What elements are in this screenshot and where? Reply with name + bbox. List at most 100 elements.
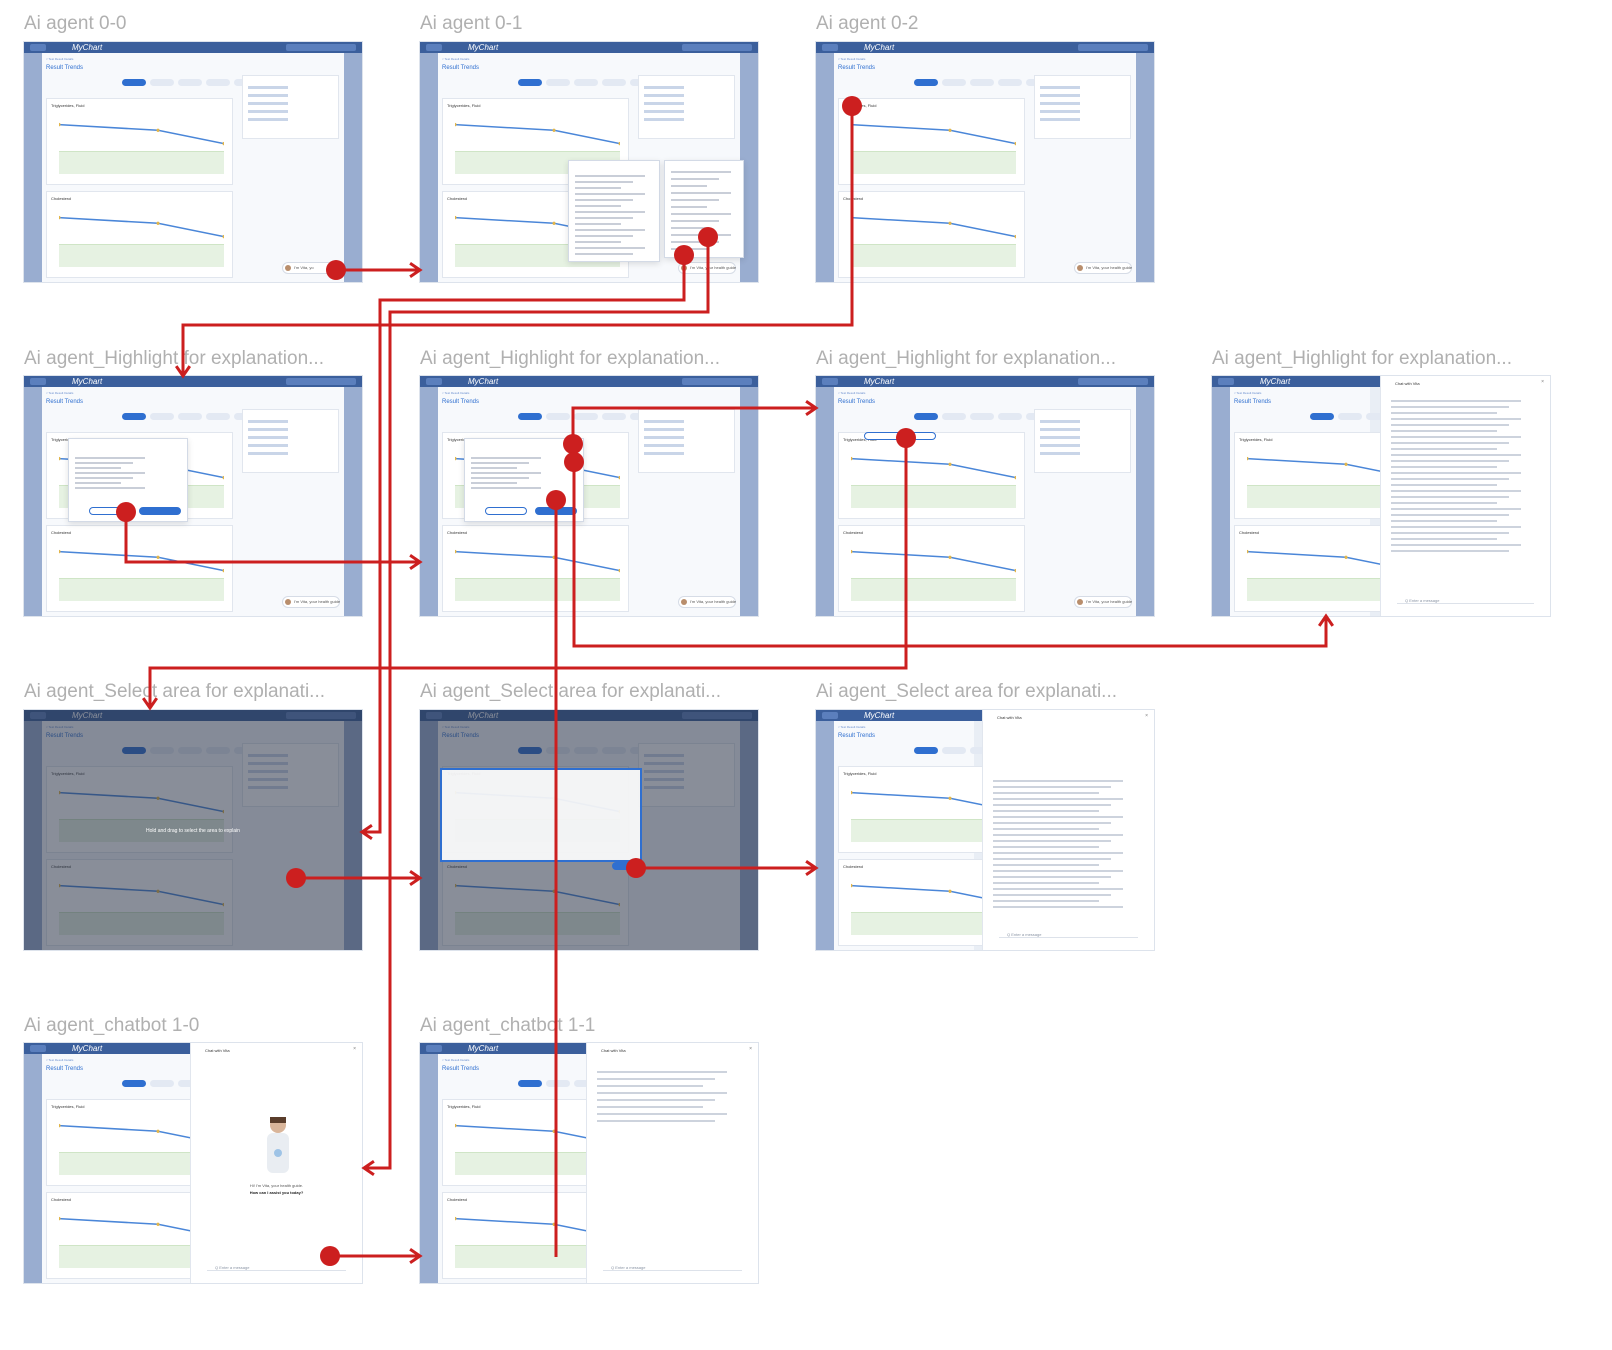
header-actions[interactable] xyxy=(682,378,752,385)
filter-checkbox-row[interactable] xyxy=(1040,452,1080,455)
filter-checkbox-row[interactable] xyxy=(644,94,684,97)
filter-checkbox-row[interactable] xyxy=(1040,110,1080,113)
filter-checkbox-row[interactable] xyxy=(248,86,288,89)
menu-button[interactable] xyxy=(822,712,838,719)
range-tab[interactable] xyxy=(150,413,174,420)
settings-filters[interactable] xyxy=(1034,409,1131,473)
range-tab[interactable] xyxy=(998,413,1022,420)
range-tab[interactable] xyxy=(178,413,202,420)
ask-vita-button[interactable] xyxy=(485,507,527,515)
vita-chat-bubble[interactable]: I'm Vita, your health guide xyxy=(282,596,340,608)
filter-checkbox-row[interactable] xyxy=(248,420,288,423)
range-tab[interactable] xyxy=(546,1080,570,1087)
header-actions[interactable] xyxy=(286,44,356,51)
close-icon[interactable]: × xyxy=(1541,379,1544,385)
range-tab[interactable] xyxy=(914,79,938,86)
range-tab[interactable] xyxy=(998,79,1022,86)
vita-chat-bubble[interactable]: I'm Vita, your health guide xyxy=(678,262,736,274)
range-tab[interactable] xyxy=(122,79,146,86)
range-tab[interactable] xyxy=(1338,413,1362,420)
header-actions[interactable] xyxy=(286,378,356,385)
triglycerides-card[interactable]: Triglycerides, Fluid xyxy=(838,98,1025,185)
vita-suggestions-popover[interactable] xyxy=(664,160,744,258)
menu-button[interactable] xyxy=(426,44,442,51)
close-icon[interactable]: × xyxy=(1145,713,1148,719)
explain-chip[interactable] xyxy=(864,432,936,440)
tell-me-more-button[interactable] xyxy=(139,507,181,515)
filter-checkbox-row[interactable] xyxy=(1040,428,1080,431)
filter-checkbox-row[interactable] xyxy=(644,110,684,113)
range-tab[interactable] xyxy=(970,413,994,420)
breadcrumb[interactable]: < Test Result Details xyxy=(442,391,469,395)
filter-checkbox-row[interactable] xyxy=(1040,94,1080,97)
close-icon[interactable]: × xyxy=(749,1046,752,1052)
filter-checkbox-row[interactable] xyxy=(248,452,288,455)
range-tab[interactable] xyxy=(942,413,966,420)
range-tab[interactable] xyxy=(546,79,570,86)
filter-checkbox-row[interactable] xyxy=(1040,436,1080,439)
filter-checkbox-row[interactable] xyxy=(644,102,684,105)
header-actions[interactable] xyxy=(682,44,752,51)
range-tab[interactable] xyxy=(150,79,174,86)
filter-checkbox-row[interactable] xyxy=(1040,444,1080,447)
filter-checkbox-row[interactable] xyxy=(644,86,684,89)
range-tab[interactable] xyxy=(546,413,570,420)
filter-checkbox-row[interactable] xyxy=(1040,118,1080,121)
filter-checkbox-row[interactable] xyxy=(644,436,684,439)
tell-me-more-button[interactable] xyxy=(535,507,577,515)
range-tab[interactable] xyxy=(518,1080,542,1087)
breadcrumb[interactable]: < Test Result Details xyxy=(442,57,469,61)
range-tab[interactable] xyxy=(122,1080,146,1087)
cholesterol-card[interactable]: Cholesterol xyxy=(838,191,1025,278)
related-results-popover[interactable] xyxy=(568,160,660,262)
filter-checkbox-row[interactable] xyxy=(1040,86,1080,89)
cholesterol-card[interactable]: Cholesterol xyxy=(46,525,233,612)
breadcrumb[interactable]: < Test Result Details xyxy=(46,391,73,395)
cholesterol-card[interactable]: Cholesterol xyxy=(442,525,629,612)
range-tab[interactable] xyxy=(178,79,202,86)
filter-checkbox-row[interactable] xyxy=(644,452,684,455)
filter-checkbox-row[interactable] xyxy=(1040,102,1080,105)
triglycerides-card[interactable]: Triglycerides, Fluid xyxy=(46,98,233,185)
breadcrumb[interactable]: < Test Result Details xyxy=(1234,391,1261,395)
header-actions[interactable] xyxy=(1078,378,1148,385)
settings-filters[interactable] xyxy=(1034,75,1131,139)
range-tab[interactable] xyxy=(574,79,598,86)
close-icon[interactable]: × xyxy=(353,1046,356,1052)
header-actions[interactable] xyxy=(1078,44,1148,51)
range-tab[interactable] xyxy=(122,413,146,420)
breadcrumb[interactable]: < Test Result Details xyxy=(838,57,865,61)
menu-button[interactable] xyxy=(1218,378,1234,385)
filter-checkbox-row[interactable] xyxy=(248,110,288,113)
range-tab[interactable] xyxy=(150,1080,174,1087)
settings-filters[interactable] xyxy=(242,409,339,473)
menu-button[interactable] xyxy=(822,378,838,385)
filter-checkbox-row[interactable] xyxy=(248,428,288,431)
settings-filters[interactable] xyxy=(638,409,735,473)
term-explanation-popover[interactable] xyxy=(464,438,584,522)
range-tab[interactable] xyxy=(970,79,994,86)
filter-checkbox-row[interactable] xyxy=(248,444,288,447)
term-explanation-popover[interactable] xyxy=(68,438,188,522)
breadcrumb[interactable]: < Test Result Details xyxy=(838,725,865,729)
range-tab[interactable] xyxy=(206,79,230,86)
range-tab[interactable] xyxy=(914,413,938,420)
ask-vita-button[interactable] xyxy=(89,507,131,515)
menu-button[interactable] xyxy=(822,44,838,51)
breadcrumb[interactable]: < Test Result Details xyxy=(46,1058,73,1062)
filter-checkbox-row[interactable] xyxy=(248,102,288,105)
range-tab[interactable] xyxy=(602,79,626,86)
range-tab[interactable] xyxy=(914,747,938,754)
menu-button[interactable] xyxy=(30,378,46,385)
menu-button[interactable] xyxy=(30,44,46,51)
range-tab[interactable] xyxy=(1310,413,1334,420)
settings-filters[interactable] xyxy=(242,75,339,139)
range-tab[interactable] xyxy=(942,747,966,754)
filter-checkbox-row[interactable] xyxy=(644,428,684,431)
cholesterol-card[interactable]: Cholesterol xyxy=(838,525,1025,612)
breadcrumb[interactable]: < Test Result Details xyxy=(46,57,73,61)
filter-checkbox-row[interactable] xyxy=(644,444,684,447)
cholesterol-card[interactable]: Cholesterol xyxy=(46,191,233,278)
vita-chat-bubble[interactable]: I'm Vita, your health guide xyxy=(1074,596,1132,608)
vita-chat-bubble[interactable]: I'm Vita, your health guide xyxy=(1074,262,1132,274)
